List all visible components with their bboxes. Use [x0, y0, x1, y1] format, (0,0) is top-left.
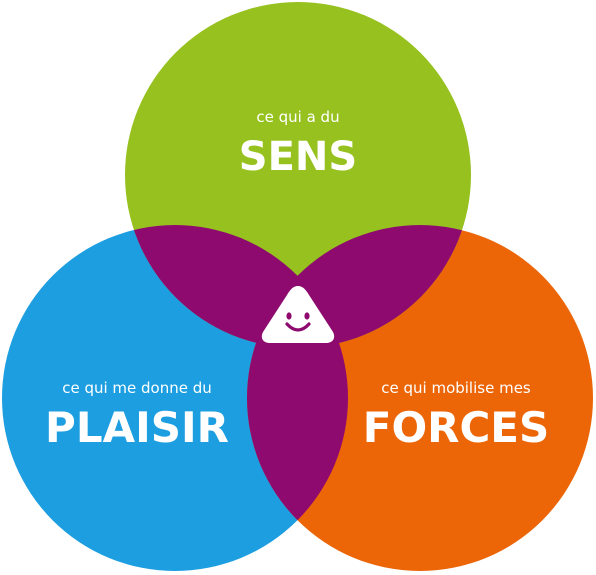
- overlap-sens-plaisir: [125, 225, 348, 348]
- forces-caption: ce qui mobilise mes: [381, 379, 531, 397]
- center-badge: [261, 286, 335, 343]
- plaisir-caption: ce qui me donne du: [62, 379, 212, 397]
- sens-caption: ce qui a du: [256, 108, 339, 126]
- overlap-sens-forces: [247, 225, 471, 348]
- smiley-face-icon: [285, 312, 311, 332]
- sens-title: SENS: [239, 134, 357, 180]
- forces-title: FORCES: [363, 403, 550, 452]
- plaisir-title: PLAISIR: [45, 403, 229, 452]
